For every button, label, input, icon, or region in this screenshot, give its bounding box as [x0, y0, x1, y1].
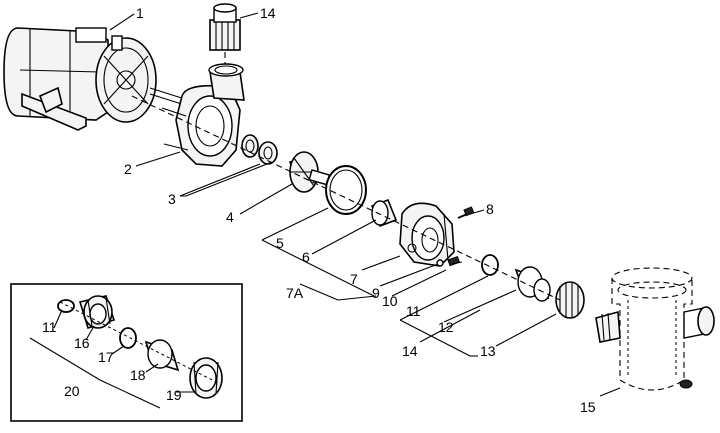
callout-15: 15: [580, 399, 596, 415]
motor: [3, 27, 189, 131]
union-tailpiece: [514, 266, 551, 302]
callout-20: 20: [64, 383, 80, 399]
callout-4: 4: [226, 209, 234, 225]
callout-5: 5: [276, 235, 284, 251]
callout-inset-11: 11: [42, 319, 57, 335]
seal-assembly: [241, 134, 278, 165]
drain-plug: [447, 255, 463, 267]
callout-11: 11: [406, 303, 421, 319]
callout-1: 1: [136, 5, 144, 21]
callout-13: 13: [480, 343, 496, 359]
callout-7: 7: [350, 271, 358, 287]
callout-8: 8: [486, 201, 494, 217]
callout-6: 6: [302, 249, 310, 265]
impeller: [288, 151, 331, 193]
drain-plug-gasket: [436, 259, 444, 267]
callout-16: 16: [74, 335, 90, 351]
strainer-basket: [595, 267, 715, 391]
union-nut: [555, 281, 585, 319]
callout-3: 3: [168, 191, 176, 207]
union-o-ring: [481, 254, 499, 276]
face-plate: [399, 202, 455, 267]
leader-lines: [29, 12, 621, 409]
callout-18: 18: [130, 367, 146, 383]
inset-fitting: [78, 295, 116, 329]
face-plate-screw: [457, 206, 475, 219]
discharge-union: [209, 3, 241, 51]
inset-o-ring: [119, 327, 137, 349]
o-ring: [325, 165, 367, 215]
callout-19: 19: [166, 387, 182, 403]
callout-10: 10: [382, 293, 398, 309]
callout-12: 12: [438, 319, 454, 335]
inset-nut: [189, 357, 223, 399]
inset-panel: [10, 283, 243, 422]
axis-line-main: [131, 95, 561, 301]
pump-housing: [161, 63, 245, 167]
o-ring-inner: [329, 169, 363, 211]
callout-7a: 7A: [286, 285, 304, 301]
callout-9: 9: [372, 285, 380, 301]
callout-14-lower: 14: [402, 343, 418, 359]
callout-2: 2: [124, 161, 132, 177]
callout-17: 17: [98, 349, 114, 365]
callout-14-top: 14: [260, 5, 276, 21]
callout-labels: 1 14 2 3 4 5 6 7A 7 8 9 10 11 12 14 13 1…: [42, 5, 596, 415]
diffuser-sleeve: [370, 198, 398, 228]
inset-tailpiece: [144, 339, 180, 372]
